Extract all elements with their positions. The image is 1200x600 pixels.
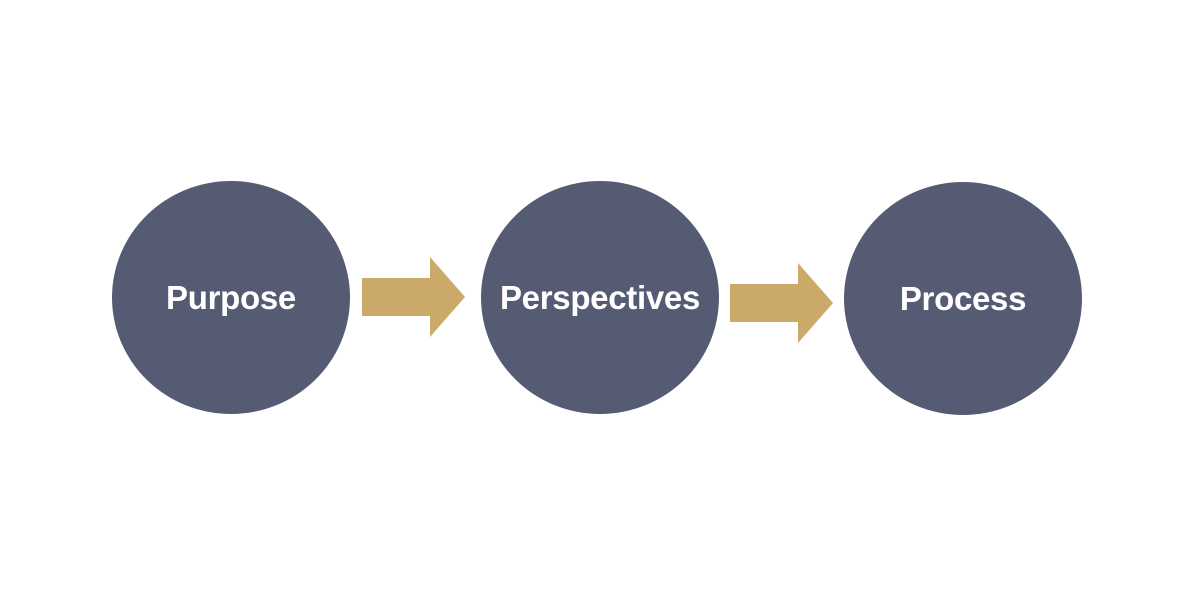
node-purpose-label: Purpose [166,279,296,316]
node-process-label: Process [899,280,1027,317]
right-arrow-shape [362,257,465,337]
right-arrow-shape [730,263,833,343]
node-perspectives-label: Perspectives [499,279,701,316]
node-process: Process [844,182,1082,415]
right-arrow-icon [362,257,465,337]
node-perspectives: Perspectives [481,181,719,414]
right-arrow-icon [730,263,833,343]
node-purpose: Purpose [112,181,350,414]
